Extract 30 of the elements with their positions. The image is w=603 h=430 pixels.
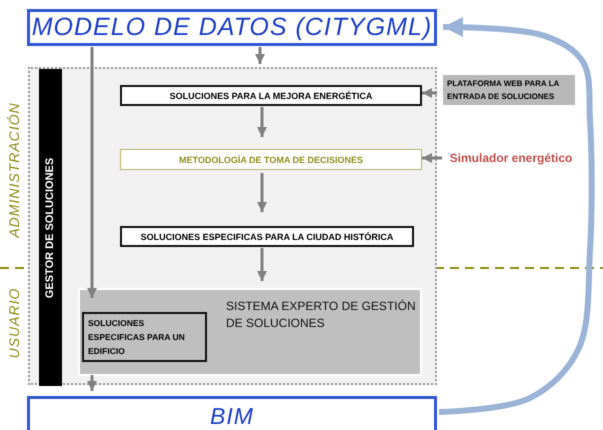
arrow <box>257 173 267 212</box>
input-box <box>443 75 575 105</box>
process-box <box>82 312 207 362</box>
arrow <box>87 375 97 391</box>
title-box <box>27 396 437 430</box>
arrow <box>255 47 265 64</box>
node-label: SISTEMA EXPERTO DE GESTIÓN DE SOLUCIONES <box>226 298 417 332</box>
node-label: BIM <box>210 402 254 430</box>
arrow <box>422 153 442 163</box>
vertical-bar <box>39 69 62 386</box>
system-panel <box>78 288 422 376</box>
node-label: SOLUCIONES ESPECIFICAS PARA UN EDIFICIO <box>88 317 186 358</box>
process-box <box>120 85 422 106</box>
arrow <box>257 107 267 137</box>
arrow <box>87 47 97 298</box>
role-label: ADMINISTRACIÓN <box>6 102 22 238</box>
arrow <box>438 17 595 415</box>
process-box <box>120 149 422 170</box>
node-label: METODOLOGÍA DE TOMA DE DECISIONES <box>178 154 364 164</box>
dashed-frame <box>28 67 437 385</box>
node-label: SOLUCIONES ESPECIFICAS PARA LA CIUDAD HISTÓRICA <box>140 232 394 242</box>
node-label: PLATAFORMA WEB PARA LA ENTRADA DE SOLUCIONES <box>447 78 560 103</box>
arrow <box>422 88 437 98</box>
node-label: Simulador energético <box>450 151 572 165</box>
node-label: GESTOR DE SOLUCIONES <box>44 157 56 298</box>
process-box <box>120 226 414 247</box>
role-label: USUARIO <box>6 288 22 358</box>
node-label: SOLUCIONES PARA LA MEJORA ENERGÉTICA <box>170 90 372 100</box>
node-label: MODELO DE DATOS (CITYGML) <box>32 13 432 42</box>
arrow <box>257 248 267 281</box>
